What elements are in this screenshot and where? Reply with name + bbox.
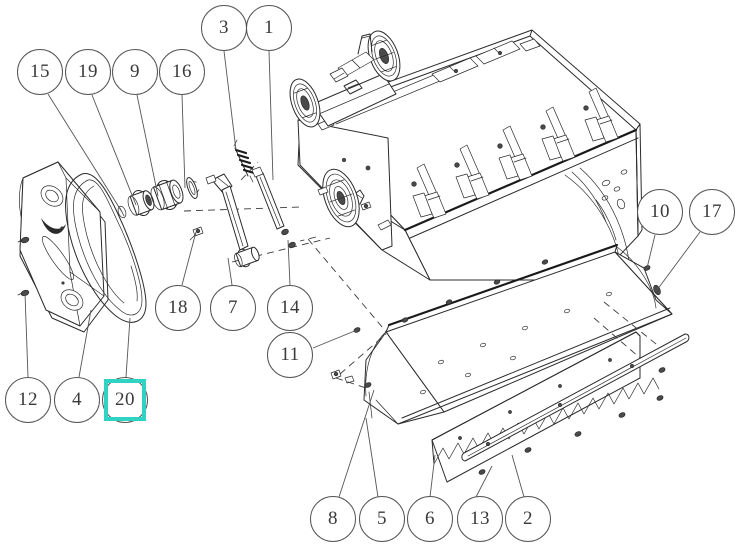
callout-bubble-5[interactable]: 5: [359, 496, 405, 542]
callout-bubble-8[interactable]: 8: [310, 496, 356, 542]
leader-line-17: [656, 231, 701, 291]
flail-hammer-blades: [411, 87, 619, 219]
callout-number: 4: [72, 389, 82, 410]
callout-number: 12: [18, 389, 38, 410]
callout-number: 6: [425, 508, 435, 529]
belt-tension-arm: [205, 173, 260, 268]
callout-number: 5: [377, 508, 387, 529]
leader-line-12: [24, 292, 29, 378]
callout-number: 2: [523, 508, 533, 529]
leader-line-11: [312, 329, 358, 349]
callout-bubble-3[interactable]: 3: [201, 5, 247, 51]
leader-line-14: [287, 239, 291, 286]
callout-number: 8: [328, 508, 338, 529]
leader-line-16: [181, 94, 186, 189]
callout-number: 9: [130, 61, 140, 82]
callout-number: 20: [115, 389, 135, 410]
callout-bubble-11[interactable]: 11: [267, 332, 313, 378]
leader-line-2: [511, 454, 525, 498]
callout-number: 3: [219, 17, 229, 38]
leader-line-6: [429, 454, 436, 498]
lower-drive-pulley: [317, 168, 372, 228]
callout-number: 13: [470, 508, 490, 529]
callout-bubble-9[interactable]: 9: [112, 49, 158, 95]
callout-number: 18: [168, 297, 188, 318]
rotor-drive-assembly: [289, 30, 401, 128]
leader-line-5: [365, 417, 379, 498]
leader-line-20: [125, 317, 131, 378]
idler-and-bushings: [117, 177, 204, 241]
leader-line-10: [646, 234, 656, 269]
cover-bolts: [17, 236, 30, 297]
callout-bubble-10[interactable]: 10: [637, 189, 683, 235]
leader-line-4: [78, 309, 92, 378]
callout-number: 11: [280, 344, 300, 365]
callout-number: 17: [702, 201, 722, 222]
rear-deflector-hood: [353, 243, 673, 425]
callout-bubble-7[interactable]: 7: [210, 285, 256, 331]
leader-line-1: [268, 50, 274, 181]
leader-line-18: [181, 231, 197, 286]
belt-guard-cover: [17, 161, 109, 333]
callout-bubble-14[interactable]: 14: [267, 285, 313, 331]
leader-line-15: [47, 93, 123, 213]
callout-bubble-20[interactable]: 20: [102, 377, 148, 423]
leader-lines: [24, 50, 701, 498]
leader-line-3: [223, 50, 237, 151]
tension-spring: [233, 139, 256, 183]
leader-line-7: [227, 257, 233, 286]
callout-bubble-16[interactable]: 16: [159, 49, 205, 95]
lower-fasteners: [330, 369, 372, 389]
roller-bar: [461, 333, 690, 475]
callout-bubble-4[interactable]: 4: [54, 377, 100, 423]
callout-bubble-17[interactable]: 17: [689, 189, 735, 235]
callout-bubble-12[interactable]: 12: [5, 377, 51, 423]
callout-bubble-18[interactable]: 18: [155, 285, 201, 331]
callout-number: 1: [264, 17, 274, 38]
callout-bubble-13[interactable]: 13: [457, 496, 503, 542]
callout-number: 16: [172, 61, 192, 82]
leader-line-8: [338, 389, 375, 498]
rotor-housing-group: [297, 29, 643, 281]
tension-rod: [251, 166, 296, 249]
callout-number: 15: [30, 61, 50, 82]
callout-number: 19: [78, 61, 98, 82]
leader-line-13: [475, 465, 493, 498]
v-belt: [65, 173, 147, 323]
callout-number: 7: [228, 297, 238, 318]
leader-line-9: [136, 94, 159, 197]
leader-line-19: [91, 94, 137, 206]
callout-number: 14: [280, 297, 300, 318]
callout-number: 10: [650, 201, 670, 222]
callout-bubble-15[interactable]: 15: [17, 49, 63, 95]
callout-bubble-2[interactable]: 2: [505, 496, 551, 542]
callout-bubble-1[interactable]: 1: [246, 5, 292, 51]
callout-bubble-6[interactable]: 6: [407, 496, 453, 542]
callout-bubble-19[interactable]: 19: [65, 49, 111, 95]
